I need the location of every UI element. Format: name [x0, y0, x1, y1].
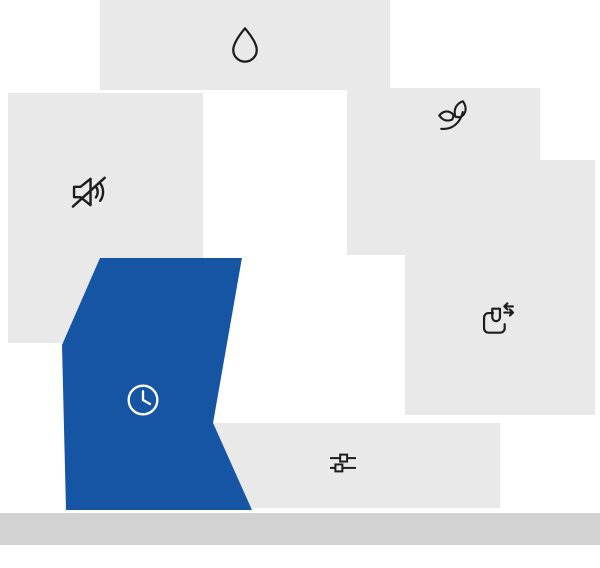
feature-tile-connectivity[interactable] [405, 160, 595, 415]
feature-tile-timer-accent[interactable] [62, 258, 252, 510]
speaker-muted-icon [66, 169, 112, 215]
feature-tile-water[interactable] [100, 0, 390, 90]
water-drop-icon [223, 23, 267, 67]
sliders-icon [324, 444, 362, 482]
feature-tile-settings[interactable] [212, 423, 500, 508]
clock-icon [123, 380, 163, 420]
eco-leaves-icon [433, 94, 475, 136]
plug-sync-icon [476, 301, 518, 343]
bottom-bar [0, 513, 600, 545]
